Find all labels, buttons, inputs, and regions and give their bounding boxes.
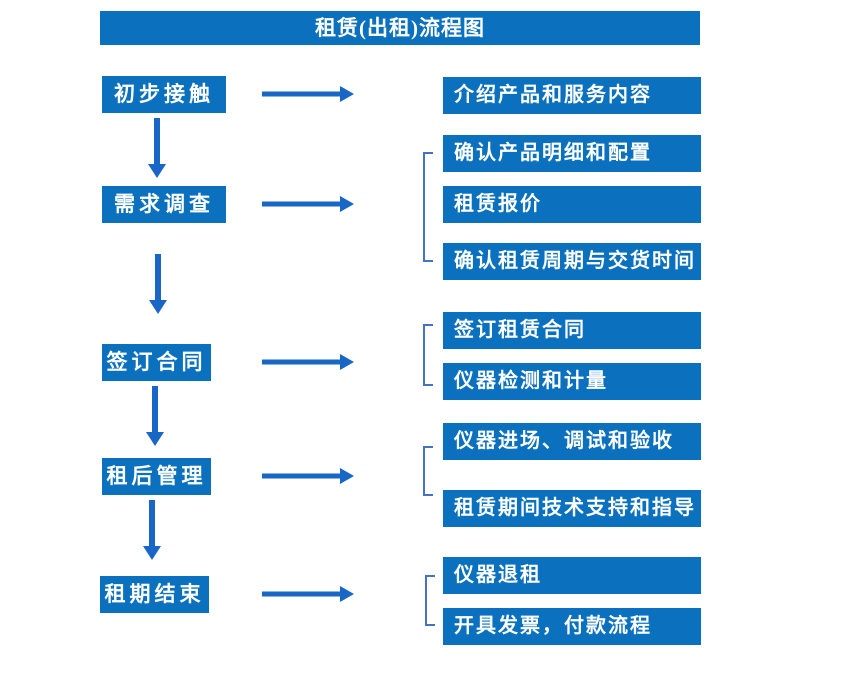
down-arrow-icon	[149, 254, 167, 314]
group-bracket	[423, 324, 433, 386]
detail-box: 仪器进场、调试和验收	[443, 423, 701, 460]
step-box-requirement-survey: 需求调查	[102, 186, 226, 223]
right-arrow-icon	[262, 353, 354, 371]
detail-box: 确认租赁周期与交货时间	[443, 243, 701, 280]
group-bracket	[423, 152, 433, 262]
right-arrow-icon	[262, 85, 354, 103]
detail-box: 签订租赁合同	[443, 312, 701, 349]
step-box-post-rental-management: 租后管理	[102, 458, 211, 495]
down-arrow-icon	[146, 386, 164, 446]
step-box-lease-end: 租期结束	[100, 576, 209, 613]
detail-box: 确认产品明细和配置	[443, 135, 701, 172]
right-arrow-icon	[262, 585, 354, 603]
group-bracket	[425, 575, 435, 626]
detail-box: 租赁报价	[443, 186, 701, 223]
step-box-sign-contract: 签订合同	[102, 344, 211, 381]
detail-box: 开具发票，付款流程	[443, 608, 701, 645]
detail-box: 租赁期间技术支持和指导	[443, 490, 701, 527]
right-arrow-icon	[262, 467, 354, 485]
diagram-title: 租赁(出租)流程图	[100, 11, 700, 45]
step-box-initial-contact: 初步接触	[102, 76, 226, 113]
group-bracket	[423, 446, 433, 496]
right-arrow-icon	[262, 195, 354, 213]
down-arrow-icon	[148, 118, 166, 178]
detail-box: 仪器退租	[443, 557, 701, 594]
detail-box: 介绍产品和服务内容	[443, 77, 701, 114]
down-arrow-icon	[143, 500, 161, 560]
detail-box: 仪器检测和计量	[443, 363, 701, 400]
